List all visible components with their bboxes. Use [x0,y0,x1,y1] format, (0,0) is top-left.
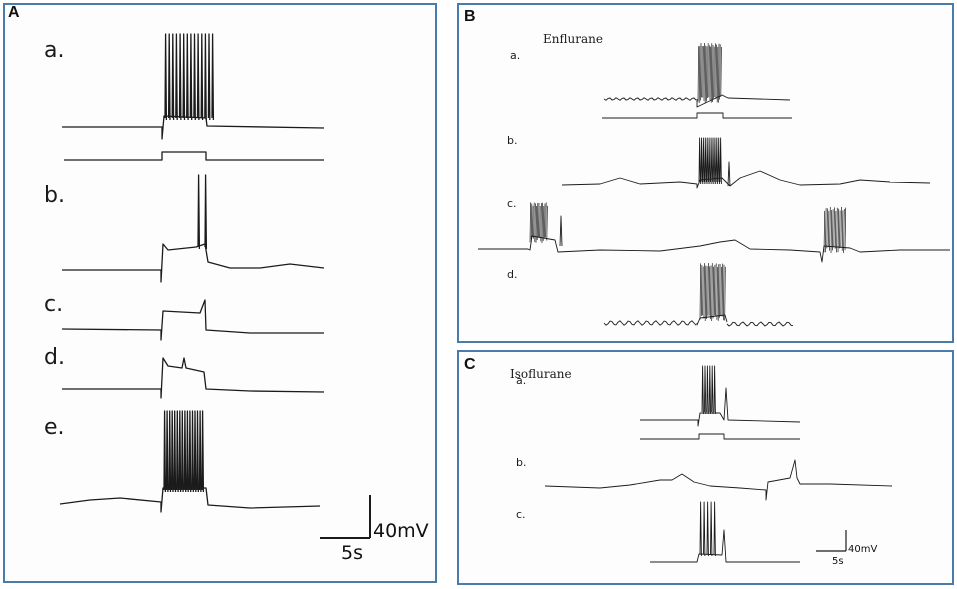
panel-b-letter: B [464,8,476,25]
panel-a-trace-a-membrane [62,115,325,140]
panel-b-trace-c-spike [559,215,563,247]
panel-a-scale-voltage: 40mV [373,520,429,542]
panel-a-frame [3,3,437,583]
panel-b-trace-b-spikes [698,137,722,185]
panel-a-trace-a-stimulus [64,151,324,161]
panel-c-trace-label-a: a. [516,374,527,387]
panel-b-trace-b-late-spike [727,161,731,187]
panel-c-trace-label-b: b. [516,456,527,469]
panel-a-trace-label-a: a. [44,38,65,63]
panel-a-trace-label-d: d. [44,345,65,370]
panel-b-trace-a-stimulus [602,112,792,119]
panel-a-trace-c-membrane [61,299,324,341]
panel-b-drug-label: Enflurane [543,32,603,46]
panel-b-trace-b-membrane [561,170,931,189]
panel-a-letter: A [8,4,20,21]
panel-b-trace-a-burst [697,42,722,103]
panel-c-letter: C [464,356,476,373]
panel-c-traces [544,365,893,563]
panel-b-trace-d-baseline-right [726,321,794,327]
panel-b-trace-label-b: b. [507,134,518,147]
panel-c-trace-label-c: c. [516,508,526,521]
panel-b-trace-d-baseline-left [603,320,697,326]
panel-b-trace-label-d: d. [507,268,518,281]
panel-a-traces [59,33,325,513]
panel-c-trace-a-stimulus [640,433,800,440]
panel-b-trace-label-a: a. [510,49,521,62]
panel-b-trace-a-membrane [696,94,791,108]
panel-a-scale-bar [320,495,371,539]
panel-a-trace-label-e: e. [44,415,65,440]
panel-c-scale-bar [816,530,847,552]
panel-b-trace-c-membrane [478,235,950,263]
panel-a-trace-label-c: c. [44,292,64,317]
panel-a-trace-b-spikes [197,174,208,250]
panel-b-trace-a-baseline-left [603,97,697,101]
panel-b-trace-label-c: c. [507,197,517,210]
panel-b-trace-c-burst-2 [823,206,847,254]
panel-a-scale-time: 5s [341,542,363,564]
panel-b-traces [478,42,950,327]
panel-c-scale-voltage: 40mV [848,544,878,555]
panel-a-trace-d-membrane [62,357,325,399]
panel-c-trace-a-membrane [640,387,801,427]
panel-a-trace-e-spikes [163,410,205,493]
panel-a-trace-b-membrane [62,243,325,283]
panel-a-trace-a-spikes [164,33,215,121]
panel-a-trace-e-membrane [59,487,321,513]
panel-c-scale-time: 5s [832,556,844,567]
panel-c-trace-b-membrane [544,459,893,501]
panel-c-drug-label: Isoflurane [510,367,572,381]
panel-c-trace-c-membrane [650,529,800,563]
panel-a-trace-label-b: b. [44,183,65,208]
panel-c-trace-a-spikes [701,365,716,415]
panel-b-trace-c-burst-1 [529,202,548,243]
panel-c-trace-c-spikes [699,501,716,557]
panel-b-trace-d-burst [699,262,726,321]
